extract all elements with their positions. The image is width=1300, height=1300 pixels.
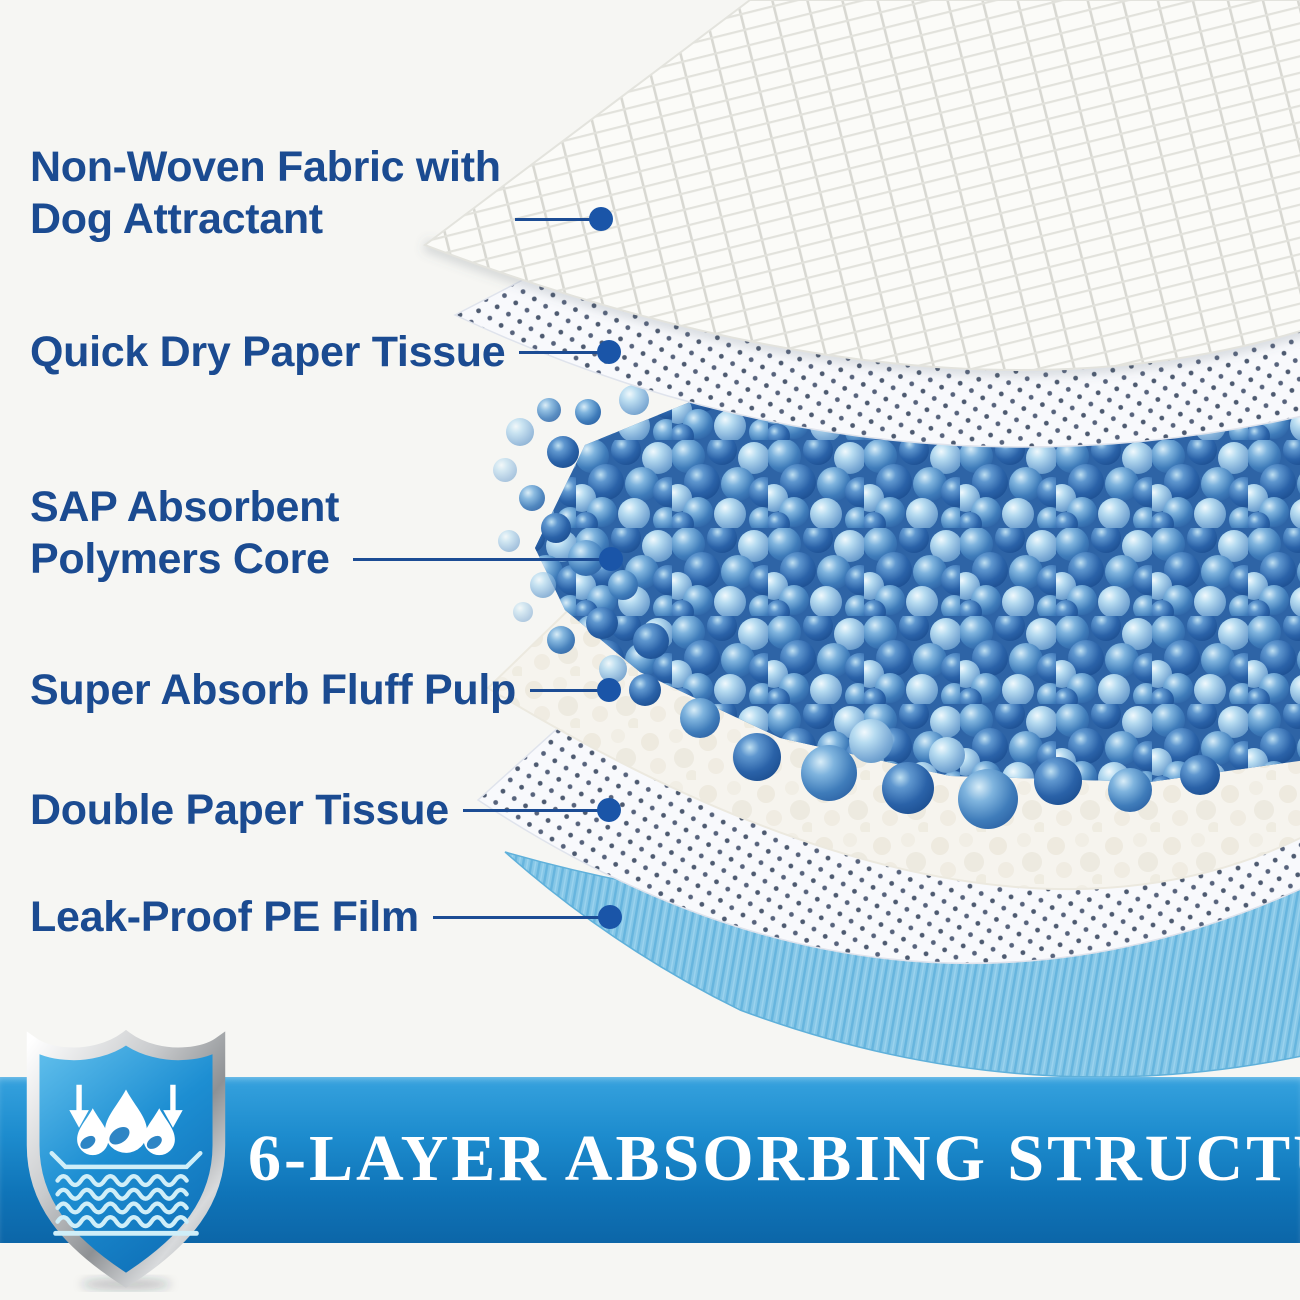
label-line: Super Absorb Fluff Pulp: [30, 666, 516, 714]
sap-bead: [498, 530, 520, 552]
leader: [519, 340, 621, 364]
leader: [529, 678, 621, 702]
label-pe-film: Leak-Proof PE Film: [30, 891, 622, 943]
leader-line: [432, 915, 600, 919]
sap-bead: [1180, 755, 1220, 795]
sap-bead: [629, 674, 661, 706]
sap-bead: [633, 623, 669, 659]
label-line: Polymers Core: [30, 535, 330, 583]
sap-bead: [680, 698, 720, 738]
leader-dot: [589, 207, 613, 231]
shield-water-absorb-icon: [26, 1030, 226, 1291]
leader-line: [519, 350, 599, 354]
leader: [462, 798, 621, 822]
sap-bead: [541, 513, 571, 543]
label-non-woven-fabric: Non-Woven Fabric with Dog Attractant: [30, 141, 613, 245]
sap-bead: [801, 745, 857, 801]
label-line: Double Paper Tissue: [30, 786, 449, 834]
leader-dot: [597, 340, 621, 364]
sap-bead: [619, 385, 649, 415]
sap-bead: [929, 737, 965, 773]
leader-dot: [597, 678, 621, 702]
layer-non-woven-mesh: [422, 0, 1300, 371]
leader: [514, 207, 613, 231]
sap-bead: [882, 762, 934, 814]
leader-line: [353, 557, 601, 561]
label-line: Quick Dry Paper Tissue: [30, 328, 506, 376]
leader-dot: [597, 798, 621, 822]
sap-bead: [537, 398, 561, 422]
leader-line: [514, 217, 591, 221]
sap-bead: [519, 485, 545, 511]
scattered-beads: [493, 385, 1220, 829]
label-double-tissue: Double Paper Tissue: [30, 784, 621, 836]
sap-bead: [958, 769, 1018, 829]
label-line: SAP Absorbent: [30, 483, 340, 531]
sap-bead: [733, 733, 781, 781]
down-arrow-heads: [69, 1110, 183, 1128]
sap-bead: [513, 602, 533, 622]
shield-body: [26, 1030, 226, 1288]
label-text: Leak-Proof PE Film: [30, 891, 419, 943]
label-text: Non-Woven Fabric with Dog Attractant: [30, 141, 501, 245]
label-text: Quick Dry Paper Tissue: [30, 326, 506, 378]
label-text: Super Absorb Fluff Pulp: [30, 664, 516, 716]
leader-line: [462, 808, 599, 812]
absorbing-layers-waves-icon: [49, 1150, 203, 1236]
label-text: Double Paper Tissue: [30, 784, 449, 836]
sap-bead: [1108, 768, 1152, 812]
sap-bead: [608, 570, 638, 600]
leader: [353, 547, 623, 571]
sap-bead: [575, 399, 601, 425]
layer-sap-beads: [493, 385, 1300, 829]
sap-bead: [599, 655, 627, 683]
leader-line: [529, 688, 599, 692]
label-quick-dry-tissue: Quick Dry Paper Tissue: [30, 326, 621, 378]
sap-bead: [586, 607, 618, 639]
label-sap-polymers: SAP Absorbent Polymers Core: [30, 481, 623, 585]
sap-bead: [849, 719, 893, 763]
sap-bead: [547, 436, 579, 468]
sap-bead: [1034, 757, 1082, 805]
sap-bead: [547, 626, 575, 654]
label-line: Leak-Proof PE Film: [30, 893, 419, 941]
down-arrow-icon: [76, 1084, 176, 1113]
banner-title: 6-LAYER ABSORBING STRUCTURE: [248, 1122, 1300, 1195]
sap-bead: [530, 572, 556, 598]
leader-dot: [599, 547, 623, 571]
label-fluff-pulp: Super Absorb Fluff Pulp: [30, 664, 621, 716]
label-text: SAP Absorbent Polymers Core: [30, 481, 339, 585]
label-line: Dog Attractant: [30, 195, 323, 243]
sap-bead: [493, 458, 517, 482]
label-line: Non-Woven Fabric with: [30, 143, 501, 191]
leader-dot: [598, 905, 622, 929]
leader: [432, 905, 622, 929]
sap-bead: [506, 418, 534, 446]
